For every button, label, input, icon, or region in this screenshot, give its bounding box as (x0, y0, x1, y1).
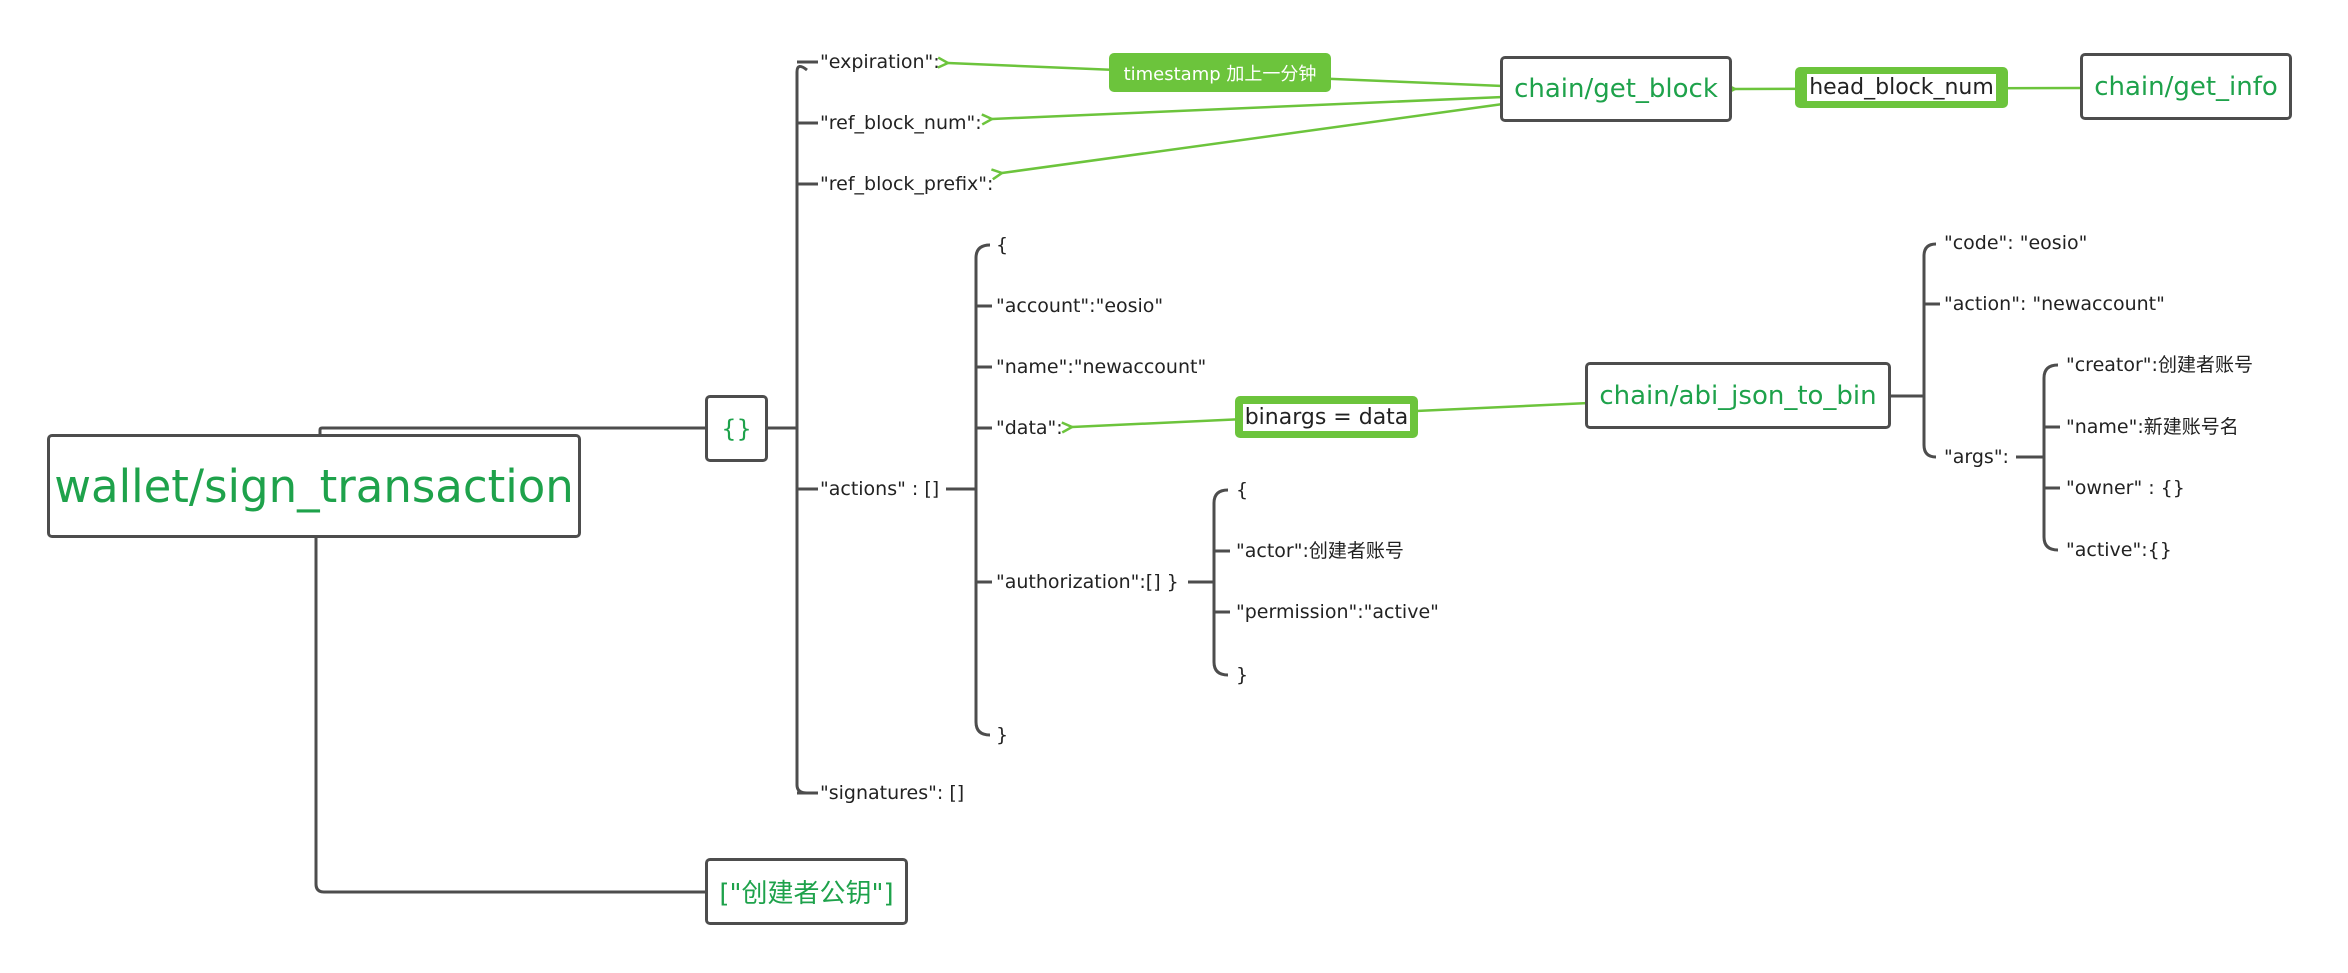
args-field-name[interactable]: "name":新建账号名 (2066, 416, 2239, 438)
action-fields-bracket (974, 243, 991, 737)
timestamp-note-label: timestamp 加上一分钟 (1123, 63, 1317, 85)
action-field-authorization[interactable]: "authorization":[] } (996, 571, 1179, 593)
auth-field-permission[interactable]: "permission":"active" (1236, 601, 1439, 623)
head-block-num-note[interactable]: head_block_num (1795, 67, 2008, 108)
action-close-brace: } (996, 724, 1009, 746)
action-field-data[interactable]: "data": (996, 417, 1063, 439)
field-signatures[interactable]: "signatures": [] (820, 782, 965, 804)
field-ref-block-prefix[interactable]: "ref_block_prefix": (820, 173, 994, 195)
abi-fields-bracket (1922, 242, 1937, 459)
auth-close-brace: } (1236, 664, 1249, 686)
action-open-brace: { (996, 234, 1009, 256)
get-block-to-ref-block-prefix-arrow (1002, 102, 1504, 173)
binargs-label: binargs = data (1242, 403, 1411, 431)
auth-fields-bracket (1212, 488, 1229, 677)
get-info-label: chain/get_info (2094, 71, 2278, 102)
transaction-object-label: {} (721, 414, 752, 443)
abi-json-to-bin-label: chain/abi_json_to_bin (1599, 380, 1877, 411)
transaction-object-node[interactable]: {} (705, 395, 768, 462)
args-field-owner[interactable]: "owner" : {} (2066, 477, 2185, 499)
field-ref-block-num[interactable]: "ref_block_num": (820, 112, 982, 134)
auth-open-brace: { (1236, 479, 1249, 501)
abi-field-args[interactable]: "args": (1944, 446, 2009, 468)
field-expiration[interactable]: "expiration": (820, 51, 940, 73)
transaction-fields-bracket (795, 65, 808, 795)
action-field-name[interactable]: "name":"newaccount" (996, 356, 1207, 378)
root-to-pubkey-line (314, 538, 706, 894)
args-fields-bracket (2042, 363, 2059, 552)
root-to-object-line (318, 426, 705, 436)
root-node-sign-transaction[interactable]: wallet/sign_transaction (47, 434, 581, 538)
get-info-node[interactable]: chain/get_info (2080, 53, 2292, 120)
get-block-to-ref-block-num-arrow (992, 95, 1504, 119)
abi-field-code[interactable]: "code": "eosio" (1944, 232, 2088, 254)
get-block-node[interactable]: chain/get_block (1500, 56, 1732, 122)
public-key-label: ["创建者公钥"] (719, 879, 894, 909)
action-field-account[interactable]: "account":"eosio" (996, 295, 1164, 317)
args-field-active[interactable]: "active":{} (2066, 539, 2172, 561)
auth-field-actor[interactable]: "actor":创建者账号 (1236, 540, 1404, 562)
get-block-label: chain/get_block (1514, 74, 1718, 104)
timestamp-note[interactable]: timestamp 加上一分钟 (1109, 53, 1331, 92)
root-node-label: wallet/sign_transaction (54, 459, 574, 513)
head-block-num-label: head_block_num (1807, 74, 1996, 101)
abi-json-to-bin-node[interactable]: chain/abi_json_to_bin (1585, 362, 1891, 429)
public-key-node[interactable]: ["创建者公钥"] (705, 858, 908, 925)
args-field-creator[interactable]: "creator":创建者账号 (2066, 354, 2253, 376)
binargs-note[interactable]: binargs = data (1235, 396, 1418, 438)
abi-field-action[interactable]: "action": "newaccount" (1944, 293, 2165, 315)
field-actions[interactable]: "actions" : [] (820, 478, 940, 500)
